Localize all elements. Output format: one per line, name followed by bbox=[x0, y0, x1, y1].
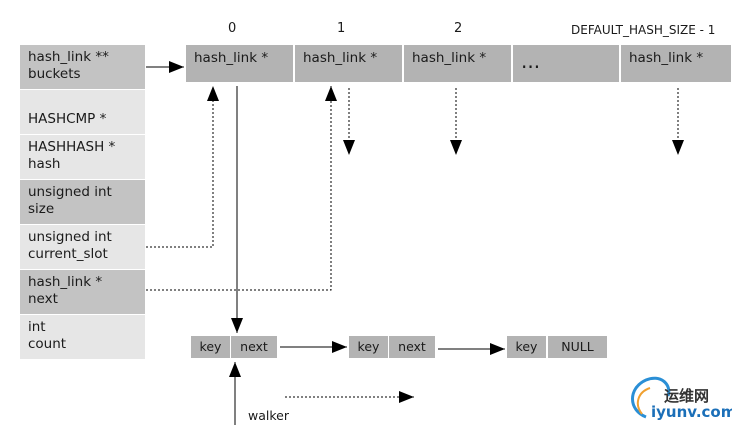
watermark-logo-icon bbox=[631, 376, 671, 419]
walker-label: walker bbox=[248, 408, 289, 423]
field-count: int count bbox=[20, 315, 145, 359]
field-cmp-type: HASHCMP * bbox=[28, 111, 107, 127]
watermark-cn: 运维网 bbox=[664, 387, 710, 405]
node2-next: next bbox=[389, 336, 435, 358]
watermark-en: iyunv.com bbox=[651, 403, 732, 421]
node2-key: key bbox=[349, 336, 388, 358]
field-hash: HASHHASH * hash bbox=[20, 135, 145, 179]
node1-next: next bbox=[231, 336, 277, 358]
node3-key: key bbox=[507, 336, 546, 358]
node1-key: key bbox=[191, 336, 230, 358]
arrow-next bbox=[146, 86, 337, 291]
bucket-2: hash_link * bbox=[404, 45, 511, 82]
field-next: hash_link * next bbox=[20, 270, 145, 314]
field-size: unsigned int size bbox=[20, 180, 145, 224]
index-last: DEFAULT_HASH_SIZE - 1 bbox=[571, 23, 716, 37]
index-1: 1 bbox=[337, 21, 346, 36]
field-current-slot: unsigned int current_slot bbox=[20, 225, 145, 269]
arrow-current-slot bbox=[146, 86, 219, 248]
field-buckets: hash_link ** buckets bbox=[20, 45, 145, 89]
field-cmp: HASHCMP * cmp bbox=[20, 90, 145, 161]
bucket-1: hash_link * bbox=[295, 45, 402, 82]
index-2: 2 bbox=[454, 21, 463, 36]
index-0: 0 bbox=[228, 21, 237, 36]
bucket-last: hash_link * bbox=[621, 45, 731, 82]
bucket-0: hash_link * bbox=[186, 45, 293, 82]
bucket-ellipsis: ... bbox=[513, 45, 619, 82]
node3-null: NULL bbox=[548, 336, 607, 358]
